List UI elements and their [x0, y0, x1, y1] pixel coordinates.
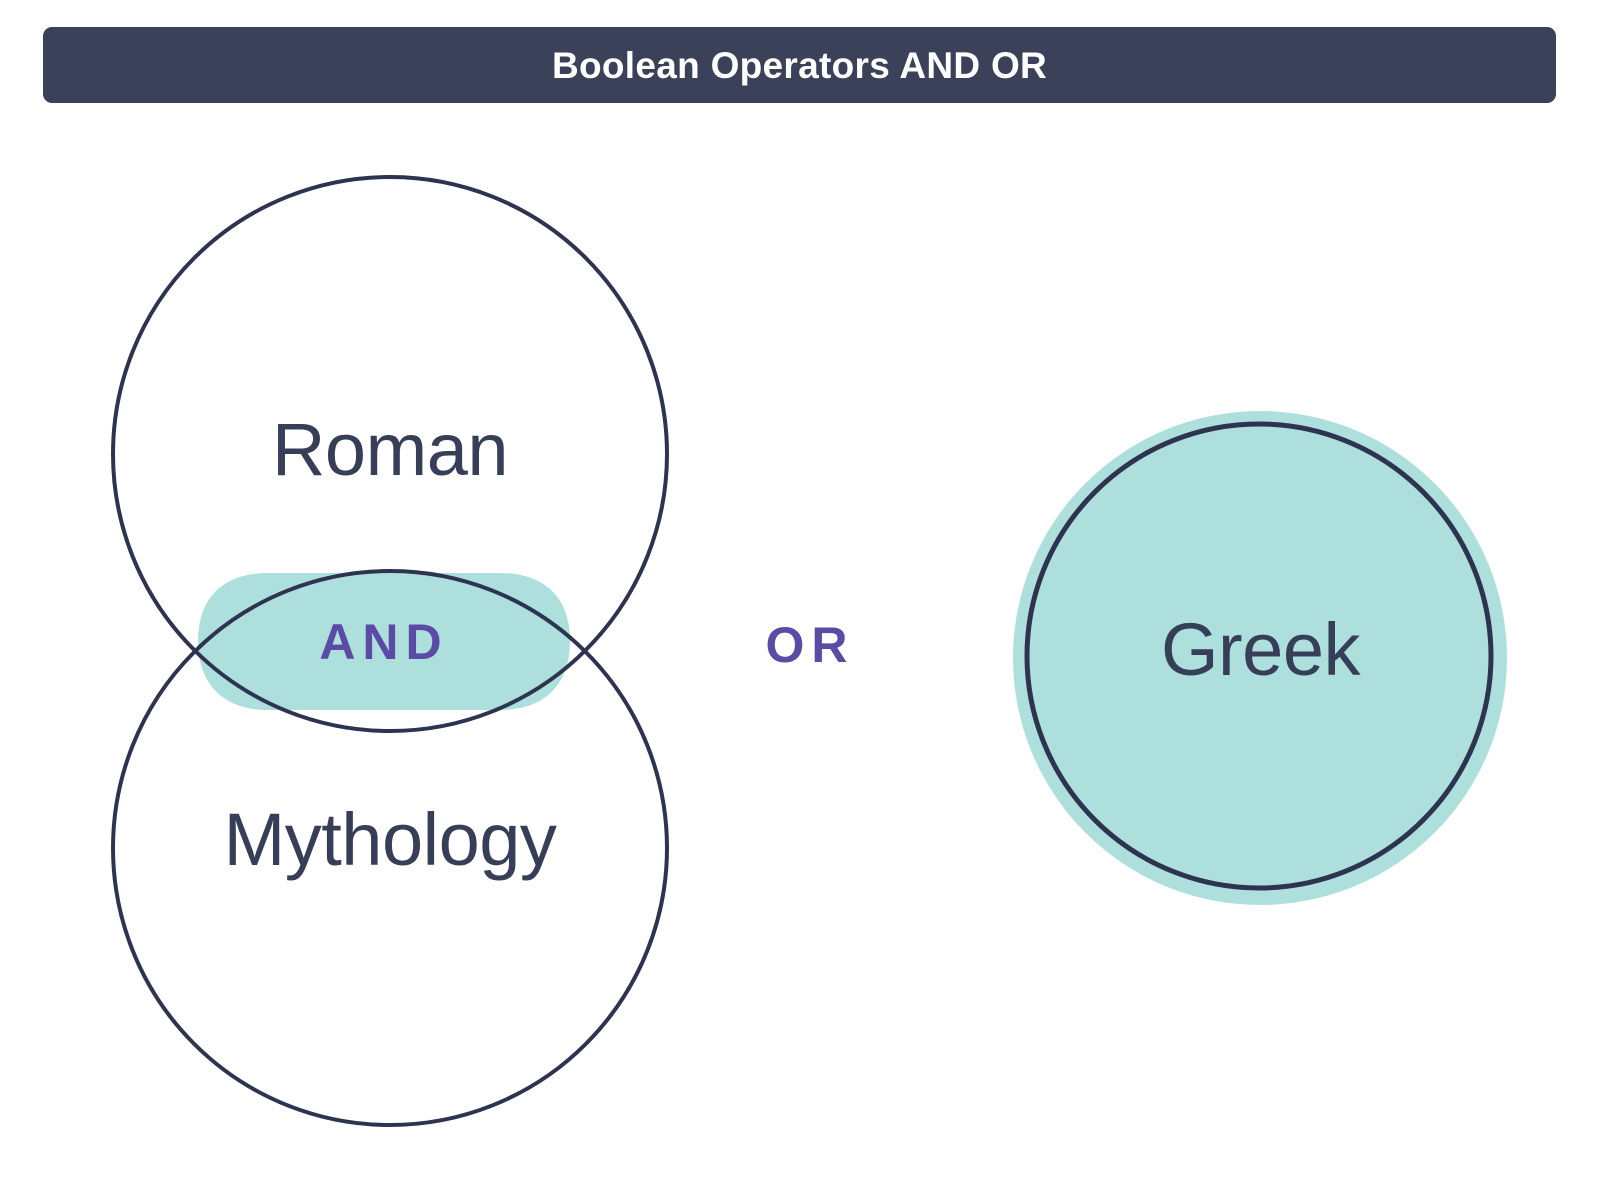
roman-circle [111, 175, 669, 733]
or-operator-label: OR [765, 617, 855, 673]
greek-set-label: Greek [1160, 608, 1361, 691]
mythology-set-label: Mythology [223, 798, 557, 881]
and-intersection-shape [198, 573, 570, 710]
and-operator-label: AND [319, 614, 449, 670]
mythology-circle [111, 569, 669, 1127]
greek-circle-fill [1013, 411, 1507, 905]
page-title: Boolean Operators AND OR [551, 44, 1048, 86]
roman-set-label: Roman [271, 408, 509, 491]
greek-circle-outline [1024, 421, 1494, 891]
title-bar: Boolean Operators AND OR [43, 27, 1556, 103]
